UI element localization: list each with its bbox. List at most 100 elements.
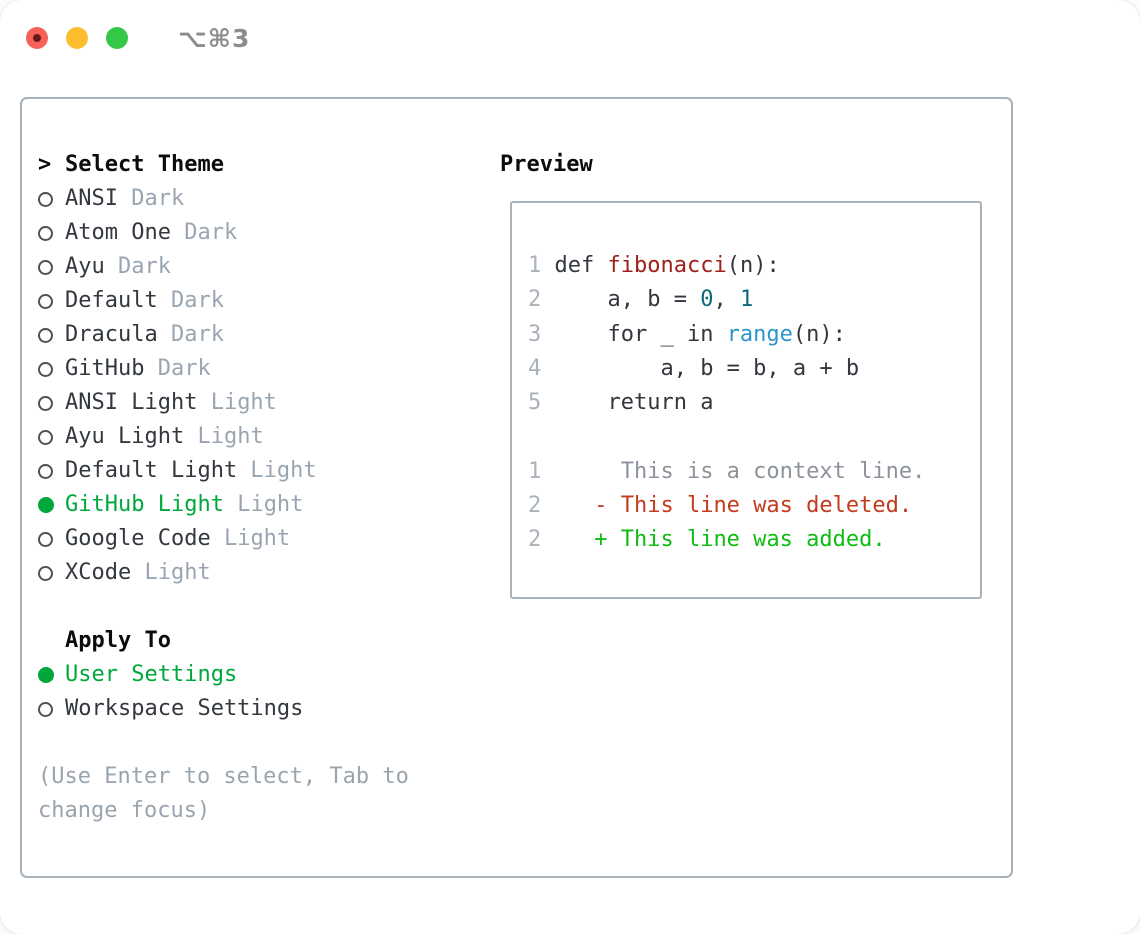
close-dot-icon xyxy=(33,34,41,42)
radio-selected-icon xyxy=(38,497,54,513)
theme-option[interactable]: Google Code Light xyxy=(38,522,478,556)
radio-unselected-icon xyxy=(38,327,53,343)
line-number: 3 xyxy=(528,321,555,347)
code-token-default: def xyxy=(554,253,608,278)
code-line: 1 def fibonacci(n): xyxy=(528,249,970,283)
code-token-number: 0 xyxy=(700,287,714,313)
option-variant: Light xyxy=(210,526,291,551)
window-title: ⌥⌘3 xyxy=(178,23,251,53)
code-token-number: 1 xyxy=(739,287,754,313)
option-label: GitHub xyxy=(65,356,145,381)
line-number: 2 xyxy=(528,287,555,313)
preview-title: Preview xyxy=(500,152,593,177)
code-line: 1 This is a context line. xyxy=(528,455,970,489)
zoom-button[interactable] xyxy=(106,27,128,49)
apply-to-option[interactable]: User Settings xyxy=(38,658,478,692)
theme-option[interactable]: Atom One Dark xyxy=(38,216,478,250)
option-label: XCode xyxy=(65,560,132,585)
prompt-caret-icon: > xyxy=(38,152,52,177)
option-variant: Light xyxy=(131,560,211,585)
theme-option[interactable]: XCode Light xyxy=(38,556,478,590)
line-number: 2 xyxy=(528,527,555,553)
theme-option[interactable]: Ayu Light Light xyxy=(38,420,478,454)
radio-unselected-icon xyxy=(38,531,53,547)
line-number: 1 xyxy=(528,253,555,278)
line-number: 2 xyxy=(528,493,555,519)
line-number: 5 xyxy=(528,390,555,416)
option-label: Ayu xyxy=(65,254,105,279)
radio-selected-icon xyxy=(38,667,54,683)
theme-option[interactable]: Ayu Dark xyxy=(38,250,478,284)
code-token-default: (n): xyxy=(792,321,846,347)
select-theme-title: Select Theme xyxy=(65,152,224,177)
option-variant: Dark xyxy=(144,356,211,381)
option-variant: Light xyxy=(237,458,317,483)
option-label: ANSI Light xyxy=(65,390,198,415)
code-token-builtin: range xyxy=(726,321,793,347)
radio-unselected-icon xyxy=(38,259,53,275)
option-label: Workspace Settings xyxy=(65,696,304,721)
code-token-context: This is a context line. xyxy=(554,458,926,484)
apply-to-title: Apply To xyxy=(65,628,171,653)
code-token-default: (n): xyxy=(726,253,780,278)
option-variant: Dark xyxy=(117,186,185,211)
code-token-default: a, b = xyxy=(554,287,701,313)
minimize-button[interactable] xyxy=(66,27,88,49)
code-line: 2 + This line was added. xyxy=(528,523,970,557)
close-button[interactable] xyxy=(26,27,48,49)
radio-unselected-icon xyxy=(38,429,53,445)
theme-option[interactable]: Default Dark xyxy=(38,284,478,318)
titlebar: ⌥⌘3 xyxy=(26,23,251,53)
theme-option[interactable]: Default Light Light xyxy=(38,454,478,488)
code-line: 2 a, b = 0, 1 xyxy=(528,283,970,317)
line-number: 1 xyxy=(528,458,555,484)
option-variant: Light xyxy=(197,390,277,415)
option-label: Ayu Light xyxy=(65,424,185,449)
option-label: Default Light xyxy=(65,458,238,483)
code-line: 4 a, b = b, a + b xyxy=(528,352,970,386)
option-variant: Dark xyxy=(104,254,171,279)
option-label: Google Code xyxy=(65,526,211,551)
apply-to-option[interactable]: Workspace Settings xyxy=(38,692,478,726)
code-token-default: , xyxy=(713,287,740,313)
radio-unselected-icon xyxy=(38,565,53,581)
option-label: ANSI xyxy=(65,186,118,211)
keyboard-hint: (Use Enter to select, Tab to change focu… xyxy=(38,764,409,823)
code-line: 2 - This line was deleted. xyxy=(528,489,970,523)
radio-unselected-icon xyxy=(38,225,53,241)
option-label: Dracula xyxy=(65,322,158,347)
code-line xyxy=(528,420,970,454)
radio-unselected-icon xyxy=(38,293,53,309)
line-number: 4 xyxy=(528,355,555,381)
code-line: 5 return a xyxy=(528,386,970,420)
select-theme-header: > Select Theme xyxy=(38,148,478,182)
theme-option[interactable]: Dracula Dark xyxy=(38,318,478,352)
radio-unselected-icon xyxy=(38,361,53,377)
option-variant: Dark xyxy=(157,322,224,347)
theme-option[interactable]: GitHub Light Light xyxy=(38,488,478,522)
option-variant: Light xyxy=(184,424,264,449)
option-label: Atom One xyxy=(65,220,171,245)
radio-unselected-icon xyxy=(38,395,53,411)
radio-unselected-icon xyxy=(38,191,53,207)
code-token-default: a, b = b, a + b xyxy=(554,355,860,381)
theme-option[interactable]: ANSI Dark xyxy=(38,182,478,216)
option-label: User Settings xyxy=(65,662,238,687)
code-line: 3 for _ in range(n): xyxy=(528,318,970,352)
preview-header: Preview xyxy=(500,148,593,182)
option-label: GitHub Light xyxy=(65,492,224,517)
radio-unselected-icon xyxy=(38,463,53,479)
option-variant: Light xyxy=(223,492,304,517)
option-variant: Dark xyxy=(157,288,224,313)
prompt-marker: > xyxy=(38,148,65,182)
theme-option[interactable]: ANSI Light Light xyxy=(38,386,478,420)
apply-to-header: Apply To xyxy=(38,624,478,658)
theme-option[interactable]: GitHub Dark xyxy=(38,352,478,386)
radio-unselected-icon xyxy=(38,701,53,717)
